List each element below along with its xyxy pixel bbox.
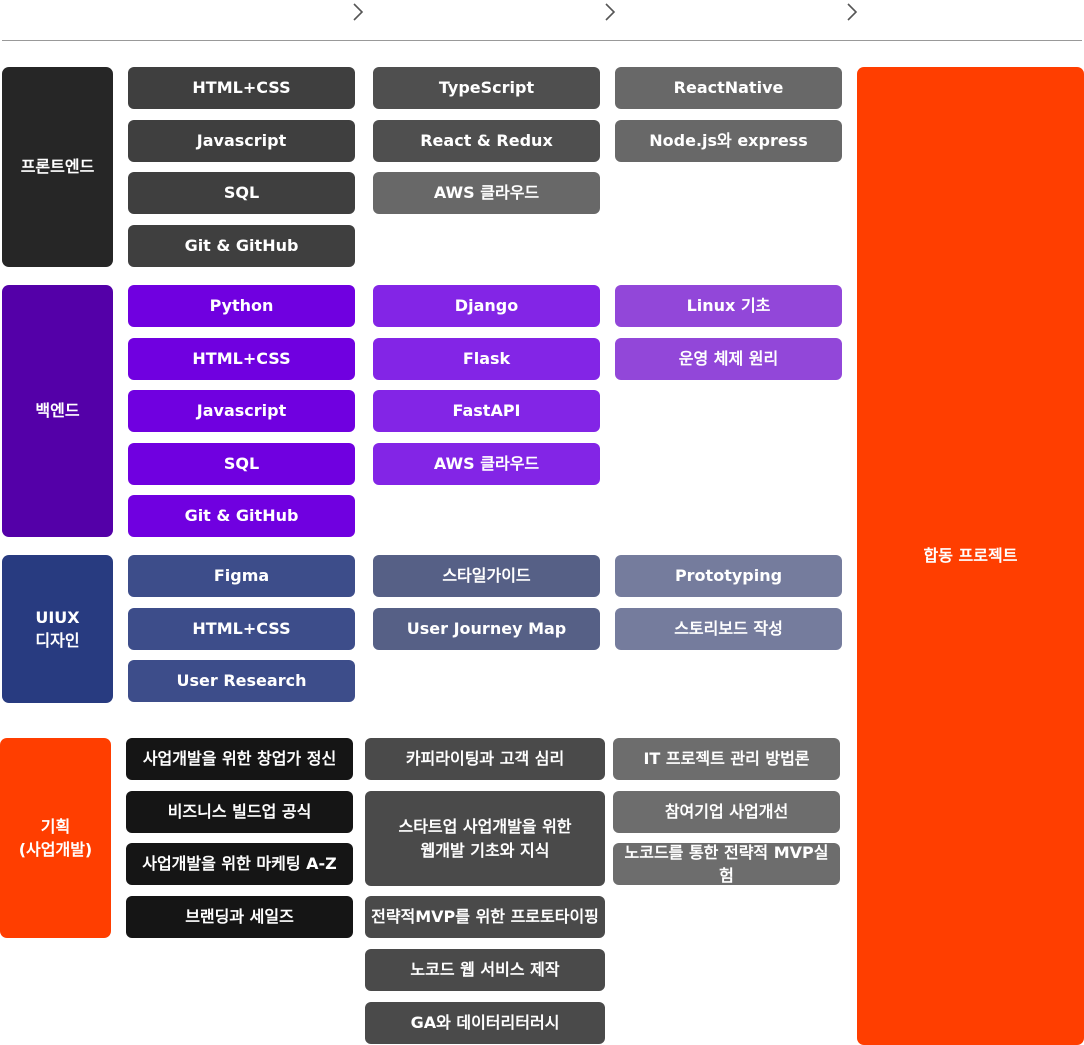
- uiux-course[interactable]: User Journey Map: [373, 608, 600, 650]
- backend-course[interactable]: Javascript: [128, 390, 355, 432]
- planning-course[interactable]: GA와 데이터리터러시: [365, 1002, 605, 1044]
- planning-course[interactable]: 카피라이팅과 고객 심리: [365, 738, 605, 780]
- planning-course[interactable]: 전략적MVP를 위한 프로토타이핑: [365, 896, 605, 938]
- frontend-course[interactable]: Javascript: [128, 120, 355, 162]
- frontend-course[interactable]: HTML+CSS: [128, 67, 355, 109]
- chevron-right-icon: [847, 3, 858, 21]
- planning-course[interactable]: IT 프로젝트 관리 방법론: [613, 738, 840, 780]
- planning-course[interactable]: 사업개발을 위한 마케팅 A-Z: [126, 843, 353, 885]
- uiux-course[interactable]: Prototyping: [615, 555, 842, 597]
- category-uiux[interactable]: UIUX 디자인: [2, 555, 113, 703]
- category-frontend[interactable]: 프론트엔드: [2, 67, 113, 267]
- backend-course[interactable]: Git & GitHub: [128, 495, 355, 537]
- frontend-course[interactable]: Git & GitHub: [128, 225, 355, 267]
- uiux-course[interactable]: 스타일가이드: [373, 555, 600, 597]
- category-backend[interactable]: 백엔드: [2, 285, 113, 537]
- backend-course[interactable]: Flask: [373, 338, 600, 380]
- planning-course[interactable]: 노코드 웹 서비스 제작: [365, 949, 605, 991]
- planning-course[interactable]: 참여기업 사업개선: [613, 791, 840, 833]
- frontend-course[interactable]: TypeScript: [373, 67, 600, 109]
- frontend-course[interactable]: React & Redux: [373, 120, 600, 162]
- backend-course[interactable]: Python: [128, 285, 355, 327]
- planning-course[interactable]: 노코드를 통한 전략적 MVP실험: [613, 843, 840, 885]
- uiux-course[interactable]: 스토리보드 작성: [615, 608, 842, 650]
- backend-course[interactable]: FastAPI: [373, 390, 600, 432]
- frontend-course[interactable]: SQL: [128, 172, 355, 214]
- frontend-course[interactable]: Node.js와 express: [615, 120, 842, 162]
- header-divider: [2, 40, 1082, 41]
- category-planning[interactable]: 기획 (사업개발): [0, 738, 111, 938]
- planning-course[interactable]: 비즈니스 빌드업 공식: [126, 791, 353, 833]
- uiux-course[interactable]: User Research: [128, 660, 355, 702]
- frontend-course[interactable]: AWS 클라우드: [373, 172, 600, 214]
- planning-course[interactable]: 스타트업 사업개발을 위한 웹개발 기초와 지식: [365, 791, 605, 886]
- backend-course[interactable]: HTML+CSS: [128, 338, 355, 380]
- backend-course[interactable]: 운영 체제 원리: [615, 338, 842, 380]
- joint-project-block[interactable]: 합동 프로젝트: [857, 67, 1084, 1045]
- backend-course[interactable]: SQL: [128, 443, 355, 485]
- uiux-course[interactable]: Figma: [128, 555, 355, 597]
- chevron-right-icon: [353, 3, 364, 21]
- uiux-course[interactable]: HTML+CSS: [128, 608, 355, 650]
- frontend-course[interactable]: ReactNative: [615, 67, 842, 109]
- backend-course[interactable]: Linux 기초: [615, 285, 842, 327]
- planning-course[interactable]: 브랜딩과 세일즈: [126, 896, 353, 938]
- chevron-right-icon: [605, 3, 616, 21]
- planning-course[interactable]: 사업개발을 위한 창업가 정신: [126, 738, 353, 780]
- backend-course[interactable]: AWS 클라우드: [373, 443, 600, 485]
- backend-course[interactable]: Django: [373, 285, 600, 327]
